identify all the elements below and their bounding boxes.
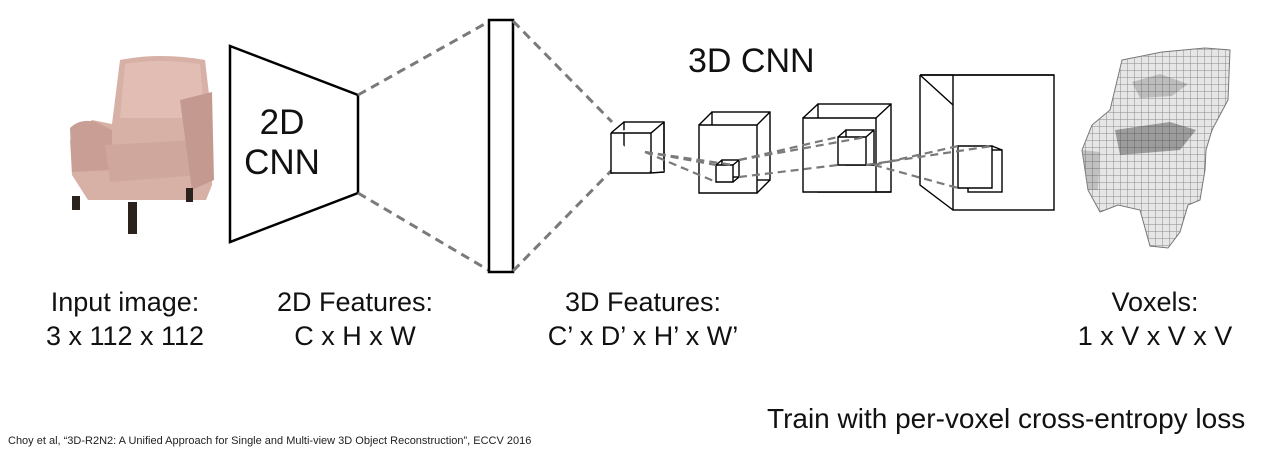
citation: Choy et al, “3D-R2N2: A Unified Approach… [8,435,532,447]
caption-3d-features: 3D Features: C’ x D’ x H’ x W’ [528,285,758,353]
cube-2 [698,111,771,194]
caption-3d-line2: C’ x D’ x H’ x W’ [547,321,739,351]
caption-voxels: Voxels: 1 x V x V x V [1060,285,1250,353]
cnn2d-label-line2: CNN [244,143,320,182]
caption-2d-features: 2D Features: C x H x W [255,285,455,353]
feature-vector-bar [487,18,515,274]
caption-2d-line2: C x H x W [294,321,416,351]
bar-to-cube-dashes [511,19,614,273]
funnel-dashes [357,19,491,273]
cube-1 [610,121,665,174]
caption-2d-line1: 2D Features: [276,287,434,317]
cnn2d-label-line1: 2D [259,103,305,142]
voxel-chair-image [1081,47,1231,249]
cube-3 [802,103,892,193]
caption-input-line2: 3 x 112 x 112 [45,321,205,351]
cnn3d-title: 3D CNN [688,42,815,80]
caption-input-image: Input image: 3 x 112 x 112 [25,285,225,353]
cube-link-dashes [644,135,993,190]
caption-3d-line1: 3D Features: [564,287,722,317]
cnn2d-label: 2D CNN [232,103,332,183]
caption-voxels-line2: 1 x V x V x V [1077,321,1233,351]
caption-voxels-line1: Voxels: [1111,287,1199,317]
training-note: Train with per-voxel cross-entropy loss [767,403,1246,434]
armchair-image [70,56,214,234]
caption-input-line1: Input image: [50,287,200,317]
cube-4 [919,74,1055,211]
